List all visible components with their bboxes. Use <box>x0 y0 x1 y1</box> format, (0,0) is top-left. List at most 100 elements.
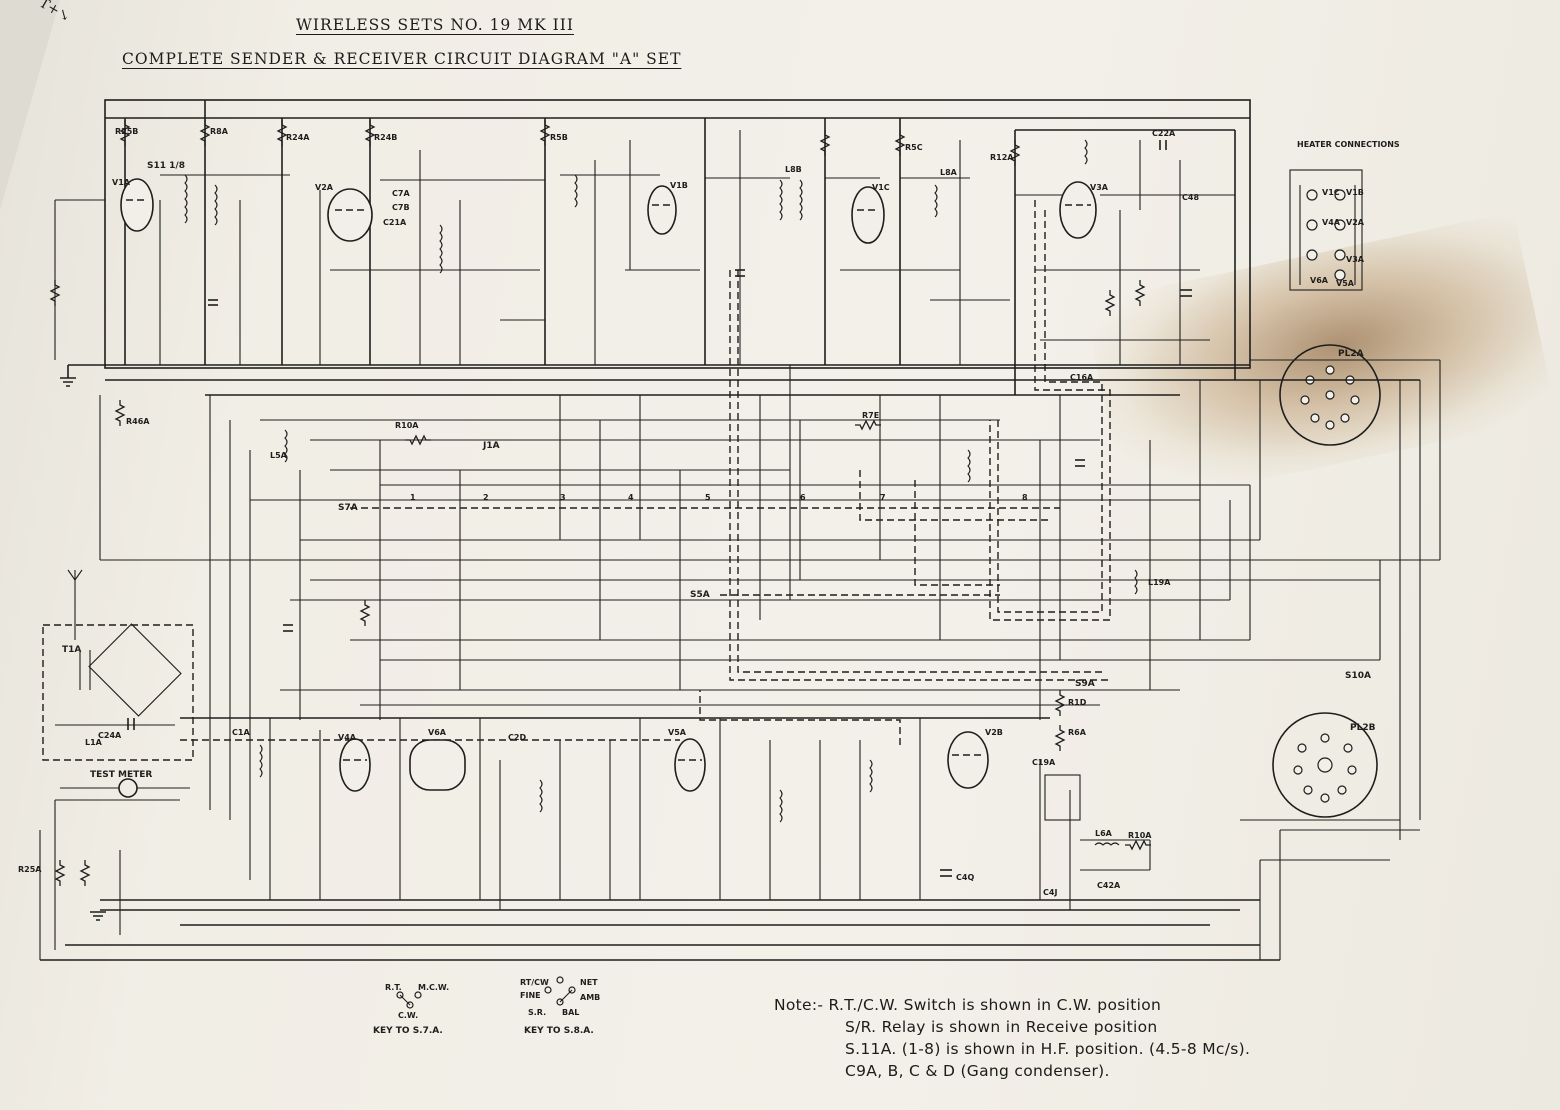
capacitor-label: C7B <box>392 203 410 212</box>
key-s7a-position: C.W. <box>398 1011 418 1020</box>
inductor-label: L5A <box>270 451 288 460</box>
valve-label: V1A <box>112 178 131 187</box>
heater-valve-label: V1C <box>1322 188 1340 197</box>
valve-v3a <box>1059 181 1097 239</box>
resistor-label: R5B <box>550 133 568 142</box>
heater-connections-label: HEATER CONNECTIONS <box>1297 140 1400 149</box>
component-labels: HEATER CONNECTIONS PL2A PL2B J1A T1A TES… <box>18 127 1400 1036</box>
switch-position-number: 1 <box>410 493 416 502</box>
valve-v4a <box>339 738 371 792</box>
inductor-label: L1A <box>85 738 103 747</box>
plug-pl2b-label: PL2B <box>1350 723 1376 733</box>
plug-pl2a-label: PL2A <box>1338 349 1364 359</box>
capacitor-label: C7A <box>392 189 410 198</box>
capacitor-label: C42A <box>1097 881 1121 890</box>
valve-label: V3A <box>1090 183 1109 192</box>
transformer-t1a-section <box>42 569 194 761</box>
key-s8a-label: KEY TO S.8.A. <box>524 1026 594 1036</box>
valve-label: V1C <box>872 183 890 192</box>
inductor-label: L8B <box>785 165 802 174</box>
test-meter-label: TEST METER <box>90 770 152 780</box>
switch-s5a-label: S5A <box>690 590 710 600</box>
heater-connections-diagram <box>1289 169 1363 291</box>
key-s7a-position: R.T. <box>385 983 402 992</box>
page-fold-shadow <box>0 0 60 210</box>
resistor-label: R46A <box>126 417 150 426</box>
key-s8a-position: NET <box>580 978 598 987</box>
valve-label: V2A <box>315 183 334 192</box>
switch-s11-label: S11 1/8 <box>147 161 185 171</box>
switch-position-number: 8 <box>1022 493 1028 502</box>
inductor-label: L6A <box>1095 829 1113 838</box>
inductor-label: L19A <box>1148 578 1171 587</box>
switch-position-number: 2 <box>483 493 489 502</box>
key-s8a-position: BAL <box>562 1008 579 1017</box>
capacitor-label: C1A <box>232 728 250 737</box>
valve-v6a <box>409 739 466 791</box>
heater-valve-label: V1B <box>1346 188 1364 197</box>
switch-position-number: 5 <box>705 493 711 502</box>
switch-position-number: 3 <box>560 493 566 502</box>
key-s8a-position: S.R. <box>528 1008 546 1017</box>
sender-wiring <box>39 717 1420 961</box>
heater-valve-label: V3A <box>1346 255 1365 264</box>
key-s8a-position: AMB <box>580 993 600 1002</box>
valve-v1c <box>851 186 885 244</box>
valve-label: V4A <box>338 733 357 742</box>
key-s7a-position: M.C.W. <box>418 983 449 992</box>
switch-position-number: 7 <box>880 493 886 502</box>
note-line: S.11A. (1-8) is shown in H.F. position. … <box>845 1040 1251 1058</box>
switch-position-number: 6 <box>800 493 806 502</box>
diagram-subtitle: COMPLETE SENDER & RECEIVER CIRCUIT DIAGR… <box>122 50 682 68</box>
resistor-label: R25A <box>18 865 42 874</box>
heater-valve-label: V6A <box>1310 276 1329 285</box>
capacitors <box>127 140 1192 877</box>
inductor-coils <box>184 139 1138 595</box>
switch-s9a-label: S9A <box>1075 679 1095 689</box>
valve-label: V5A <box>668 728 687 737</box>
valve-label: V6A <box>428 728 447 737</box>
resistor-label: R24A <box>286 133 310 142</box>
valve-v2a <box>327 188 373 242</box>
receiver-frame <box>54 99 1251 395</box>
switch-s10a-label: S10A <box>1345 671 1371 681</box>
valve-v2b <box>947 731 989 789</box>
capacitor-label: C24A <box>98 731 122 740</box>
resistor-label: R6A <box>1068 728 1087 737</box>
capacitor-label: C48 <box>1182 193 1199 202</box>
resistor-label: R25B <box>115 127 138 136</box>
heater-valve-label: V2A <box>1346 218 1365 227</box>
plug-pl2b <box>1272 712 1378 818</box>
key-s8a-position: RT/CW <box>520 978 549 987</box>
valve-label: V1B <box>670 181 688 190</box>
capacitor-label: C2D <box>508 733 526 742</box>
capacitor-label: C4J <box>1043 888 1057 897</box>
valve-v1b <box>647 185 677 235</box>
capacitor-label: C22A <box>1152 129 1176 138</box>
resistor-label: R7E <box>862 411 879 420</box>
test-meter <box>54 778 190 950</box>
jack-j1a-label: J1A <box>482 441 500 451</box>
resistor-label: R10A <box>395 421 419 430</box>
capacitor-label: C19A <box>1032 758 1056 767</box>
valve-label: V2B <box>985 728 1003 737</box>
key-s7a-label: KEY TO S.7.A. <box>373 1026 443 1036</box>
valve-v5a <box>674 738 706 792</box>
resistor-label: R10A <box>1128 831 1152 840</box>
switch-position-number: 4 <box>628 493 634 502</box>
resistor-label: R24B <box>374 133 397 142</box>
diagram-title: WIRELESS SETS NO. 19 MK III <box>296 16 574 34</box>
resistor-label: R8A <box>210 127 229 136</box>
resistor-label: R5C <box>905 143 923 152</box>
receiver-valves <box>120 178 1097 244</box>
resistors <box>49 120 1151 886</box>
note-line: C9A, B, C & D (Gang condenser). <box>845 1062 1110 1080</box>
inductor-label: L8A <box>940 168 958 177</box>
note-line: Note:- R.T./C.W. Switch is shown in C.W.… <box>774 996 1162 1014</box>
key-diagrams <box>396 976 576 1009</box>
heater-valve-label: V4A <box>1322 218 1341 227</box>
transformer-t1a-label: T1A <box>62 645 81 655</box>
sender-valves <box>339 731 989 792</box>
